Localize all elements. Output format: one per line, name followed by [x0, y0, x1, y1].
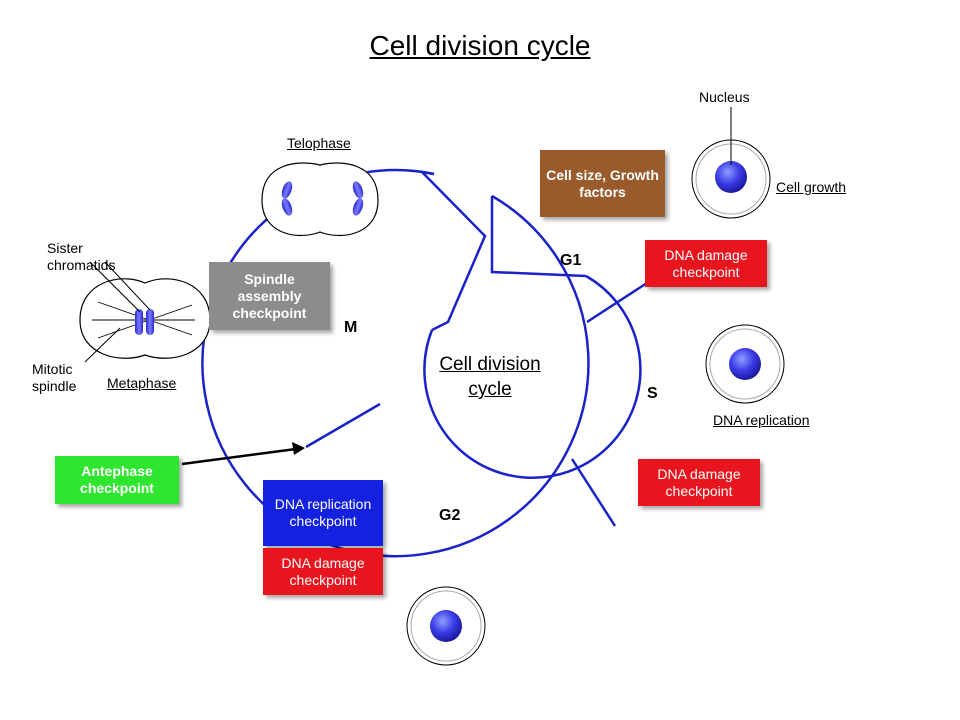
g2-cell-icon [406, 586, 486, 666]
center-label: Cell division cycle [420, 352, 560, 402]
cycle-ring-inner [423, 274, 642, 479]
cell-growth-label: Cell growth [776, 179, 847, 195]
dna-damage-checkpoint-s: DNA damage checkpoint [638, 459, 760, 506]
cycle-arrow-head [418, 170, 487, 332]
phase-g1: G1 [560, 252, 582, 269]
dna-replication-checkpoint: DNA replication checkpoint [263, 480, 383, 546]
antephase-checkpoint: Antephase checkpoint [55, 456, 179, 504]
telophase-label: Telophase [287, 135, 351, 151]
diagram-title: Cell division cycle [369, 30, 591, 61]
metaphase-cell-icon [79, 261, 211, 363]
cell-growth-icon [691, 107, 771, 219]
sister-chromatids-label: Sister chromatids [47, 240, 116, 273]
growth-factors-box: Cell size, Growth factors [540, 150, 665, 217]
center-label-line2: cycle [468, 379, 512, 400]
metaphase-label: Metaphase [107, 375, 177, 391]
spindle-assembly-checkpoint: Spindle assembly checkpoint [209, 262, 330, 330]
center-label-line1: Cell division [439, 354, 541, 375]
mitotic-spindle-label: Mitotic spindle [32, 361, 77, 394]
phase-s: S [647, 385, 658, 402]
phase-m: M [344, 319, 358, 336]
nucleus-label: Nucleus [699, 89, 750, 105]
telophase-cell-icon [261, 162, 379, 237]
divider-g1-s [586, 281, 648, 324]
dna-damage-checkpoint-g1: DNA damage checkpoint [645, 240, 767, 287]
dna-damage-checkpoint-g2: DNA damage checkpoint [263, 548, 383, 595]
divider-g2-m [305, 402, 381, 449]
dna-replication-label: DNA replication [713, 412, 810, 428]
phase-g2: G2 [439, 507, 461, 524]
cycle-arrow-tail [490, 196, 587, 278]
divider-s-g2 [570, 458, 617, 527]
dna-replication-cell-icon [705, 324, 785, 404]
antephase-arrow [181, 442, 305, 466]
